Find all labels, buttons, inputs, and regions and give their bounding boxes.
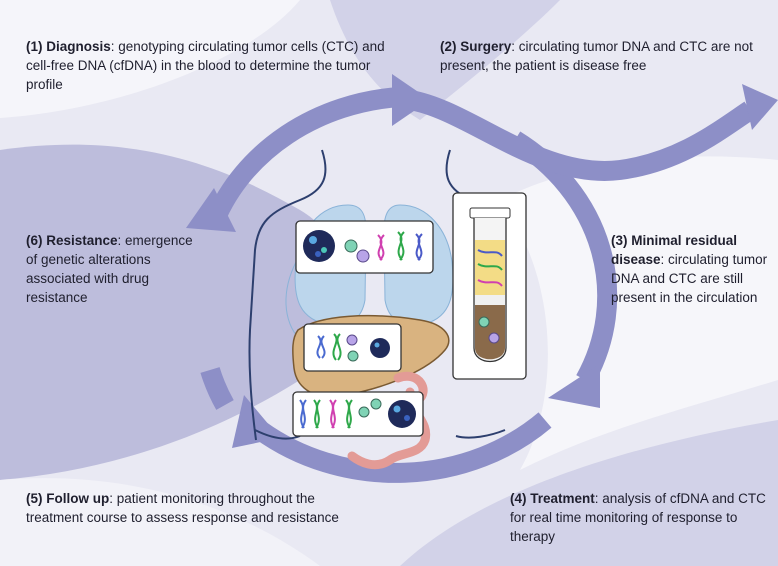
step-diagnosis: (1) Diagnosis: genotyping circulating tu… [26, 37, 386, 94]
dna-helix-icon [477, 263, 503, 271]
panel-liver [303, 323, 402, 372]
arrow-head-top-icon [392, 74, 430, 126]
step-follow-up: (5) Follow up: patient monitoring throug… [26, 489, 356, 527]
tumor-cluster-icon [303, 230, 335, 262]
step-surgery: (2) Surgery: circulating tumor DNA and C… [440, 37, 770, 75]
dna-helix-icon [345, 399, 353, 429]
panel-intestine [292, 391, 424, 437]
step-followup-text: : patient monitoring throughout the trea… [26, 491, 339, 525]
cell-icon [356, 249, 370, 263]
step-surgery-text: : circulating tumor DNA and CTC are not … [440, 39, 753, 73]
arrow-head-right-icon [548, 364, 600, 408]
arrow-head-exit-icon [742, 84, 778, 130]
panel-lungs [295, 220, 434, 274]
dna-helix-icon [313, 399, 321, 429]
cell-icon [344, 239, 358, 253]
cycle-arrows [200, 87, 756, 483]
dna-helix-icon [299, 399, 307, 429]
cell-icon [358, 406, 370, 418]
dna-helix-icon [397, 231, 405, 261]
cell-icon [370, 398, 382, 410]
tumor-cluster-icon [370, 338, 390, 358]
step-mrd-label: (3) Minimal residual disease [611, 233, 738, 267]
step-resistance: (6) Resistance: emergence of genetic alt… [26, 231, 196, 307]
blood-tube-icon [452, 192, 527, 380]
step-diagnosis-text: : genotyping circulating tumor cells (CT… [26, 39, 385, 92]
step-surgery-label: (2) Surgery [440, 39, 512, 54]
dna-helix-icon [477, 249, 503, 257]
cell-icon [488, 332, 500, 344]
step-treatment: (4) Treatment: analysis of cfDNA and CTC… [510, 489, 778, 546]
tumor-cluster-icon [388, 400, 416, 428]
dna-helix-icon [329, 399, 337, 429]
step-treatment-label: (4) Treatment [510, 491, 595, 506]
step-followup-label: (5) Follow up [26, 491, 110, 506]
cell-icon [347, 350, 359, 362]
dna-helix-icon [377, 234, 385, 261]
arc-bottom [254, 412, 552, 483]
dna-helix-icon [316, 335, 326, 359]
cell-icon [478, 316, 490, 328]
step-diagnosis-label: (1) Diagnosis [26, 39, 111, 54]
dna-helix-icon [332, 333, 342, 361]
exit-path [407, 90, 756, 181]
step-resistance-text: : emergence of genetic alterations assoc… [26, 233, 193, 305]
dna-helix-icon [415, 233, 423, 261]
step-resistance-label: (6) Resistance [26, 233, 118, 248]
step-minimal-residual-disease: (3) Minimal residual disease: circulatin… [611, 231, 776, 307]
arc-top-left [205, 87, 401, 224]
step-treatment-text: : analysis of cfDNA and CTC for real tim… [510, 491, 766, 544]
arrow-head-left-icon [186, 188, 236, 232]
dna-helix-icon [477, 279, 503, 287]
step-mrd-text: : circulating tumor DNA and CTC are stil… [611, 252, 768, 305]
cell-icon [346, 334, 358, 346]
arc-left [200, 366, 234, 410]
